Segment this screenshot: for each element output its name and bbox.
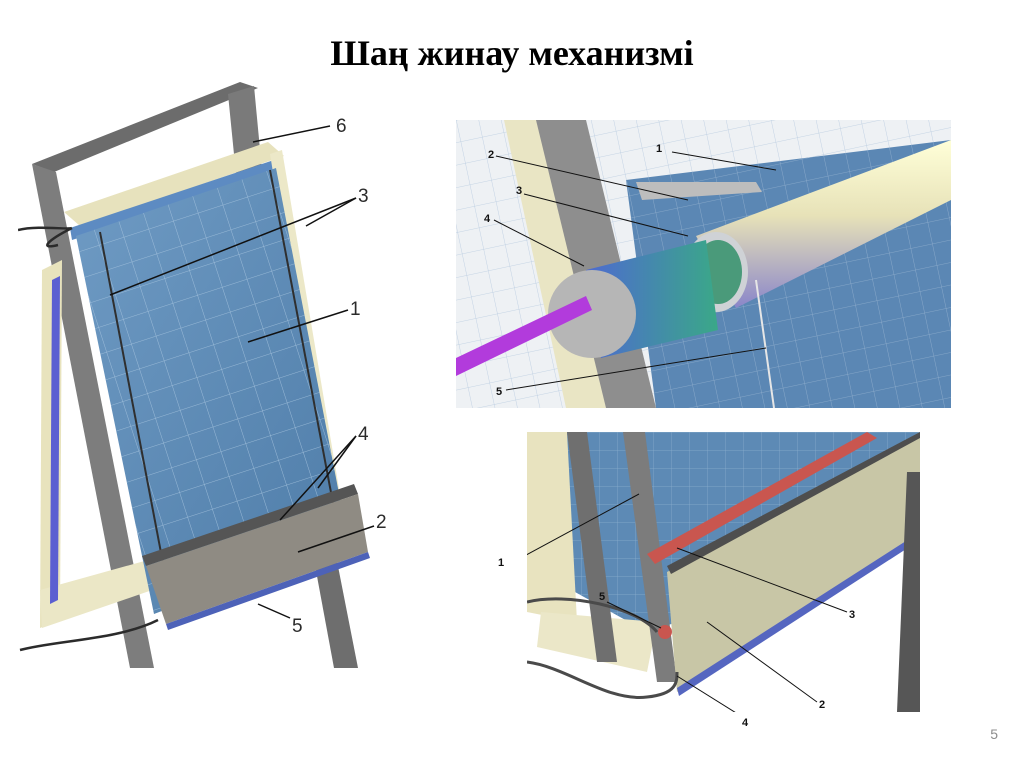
collector-detail-illustration: 5 3 2 — [527, 432, 920, 712]
callout-1: 1 — [498, 557, 504, 569]
slide-title: Шаң жинау механизмі — [330, 33, 694, 73]
callout-6: 6 — [336, 116, 347, 137]
callout-5: 5 — [496, 386, 502, 398]
callout-3: 3 — [849, 609, 855, 621]
callout-5: 5 — [292, 616, 303, 637]
collector-outer-labels: 1 4 — [498, 557, 749, 729]
callout-2: 2 — [819, 699, 825, 711]
callout-4: 4 — [484, 213, 491, 225]
callout-4: 4 — [742, 717, 749, 729]
callout-1: 1 — [350, 299, 361, 320]
callout-3: 3 — [516, 185, 522, 197]
roller-detail-illustration: 2 1 3 4 5 — [456, 120, 951, 408]
easel-illustration: 6 3 1 4 2 5 — [18, 80, 408, 670]
callout-5: 5 — [599, 591, 605, 603]
callout-3: 3 — [358, 186, 369, 207]
callout-2: 2 — [376, 512, 387, 533]
callout-4: 4 — [358, 424, 369, 445]
callout-1: 1 — [656, 143, 662, 155]
page-number: 5 — [990, 726, 998, 742]
callout-2: 2 — [488, 149, 494, 161]
